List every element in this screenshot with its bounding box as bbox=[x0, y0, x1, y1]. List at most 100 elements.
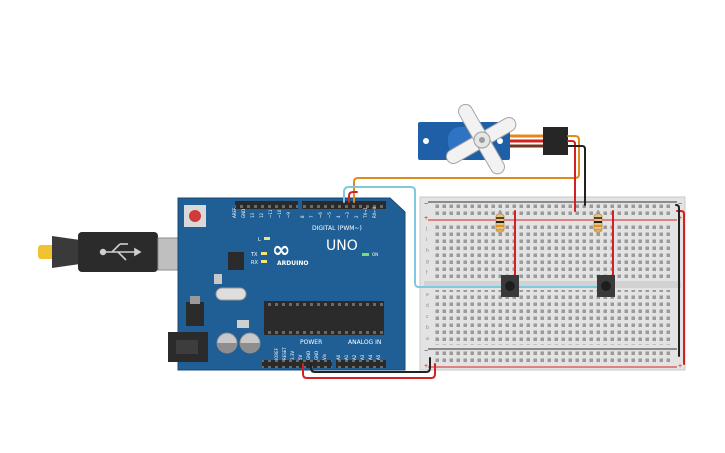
svg-text:AREF: AREF bbox=[232, 207, 237, 218]
bottom-rail-plus-label: + bbox=[424, 363, 428, 370]
svg-text:5V: 5V bbox=[298, 354, 303, 360]
servo-mount-hole-right bbox=[497, 138, 503, 144]
resistor-1[interactable] bbox=[495, 210, 505, 236]
usb-strain-relief bbox=[52, 236, 80, 268]
arduino-logo: ∞ bbox=[272, 238, 290, 263]
terminal-strip-bottom[interactable] bbox=[433, 290, 671, 345]
brand-label: ARDUINO bbox=[277, 260, 308, 267]
bottom-power-rail[interactable] bbox=[433, 351, 671, 365]
voltage-regulator bbox=[186, 302, 204, 326]
model-label: UNO bbox=[326, 238, 358, 254]
power-header[interactable] bbox=[262, 360, 332, 368]
svg-text:4: 4 bbox=[336, 215, 341, 218]
usb-chip bbox=[228, 252, 244, 270]
usb-connector-tip bbox=[38, 245, 56, 259]
svg-text:RX←0: RX←0 bbox=[372, 206, 377, 218]
svg-text:RESET: RESET bbox=[282, 347, 287, 360]
svg-text:~6: ~6 bbox=[318, 212, 323, 218]
led-rx bbox=[261, 260, 267, 263]
resistor-2-band-2 bbox=[594, 221, 602, 223]
resistor-1-band-2 bbox=[496, 221, 504, 223]
svg-text:13: 13 bbox=[250, 212, 255, 218]
analog-label: ANALOG IN bbox=[348, 339, 381, 346]
terminal-strip-top[interactable] bbox=[433, 224, 671, 279]
servo-horn-screw bbox=[479, 137, 485, 143]
servo-motor[interactable] bbox=[418, 102, 568, 177]
svg-text:a: a bbox=[426, 336, 429, 342]
wires[interactable] bbox=[302, 135, 685, 379]
led-l-label: L bbox=[258, 237, 261, 243]
wire-header-red[interactable] bbox=[348, 191, 358, 203]
svg-text:GND: GND bbox=[306, 351, 311, 360]
svg-text:b: b bbox=[426, 325, 429, 331]
svg-text:A4: A4 bbox=[368, 354, 373, 360]
arduino-uno-board[interactable]: AREF GND 13 12 ~11 ~10 ~9 8 7 ~6 ~5 4 ~3… bbox=[168, 197, 406, 371]
servo-connector bbox=[543, 127, 568, 155]
wire-right-rail-minus[interactable] bbox=[675, 204, 680, 357]
servo-horn[interactable] bbox=[444, 102, 519, 177]
digital-header-right[interactable] bbox=[302, 201, 386, 209]
svg-text:TX→1: TX→1 bbox=[363, 206, 368, 219]
capacitor-1-shade bbox=[217, 343, 237, 353]
svg-text:3.3V: 3.3V bbox=[290, 351, 295, 360]
wire-gnd-rail[interactable] bbox=[310, 357, 431, 373]
wire-right-rail-plus[interactable] bbox=[676, 210, 685, 365]
analog-header[interactable] bbox=[336, 360, 386, 368]
svg-text:GND: GND bbox=[314, 351, 319, 360]
pushbutton-2-cap bbox=[601, 281, 611, 291]
top-rail-plus-label: + bbox=[424, 215, 428, 222]
resistor-2-band-1 bbox=[594, 217, 602, 219]
svg-text:c: c bbox=[426, 314, 429, 320]
resistor-2-band-4 bbox=[594, 229, 602, 231]
svg-text:h: h bbox=[426, 248, 429, 254]
power-label: POWER bbox=[300, 339, 322, 346]
digital-header-left[interactable] bbox=[235, 201, 298, 209]
led-tx-label: TX bbox=[250, 252, 258, 258]
resistor-1-band-1 bbox=[496, 217, 504, 219]
usb-icon bbox=[99, 243, 142, 261]
top-power-rail[interactable] bbox=[433, 204, 671, 218]
ic-socket-bottom bbox=[264, 329, 384, 335]
svg-text:~11: ~11 bbox=[268, 209, 273, 218]
wire-servo-signal[interactable] bbox=[353, 135, 580, 203]
center-channel bbox=[424, 281, 681, 288]
breadboard[interactable]: − + − + − + + j i h g f e d c b a bbox=[419, 196, 686, 371]
svg-text:~5: ~5 bbox=[327, 212, 332, 218]
led-tx bbox=[261, 252, 267, 255]
svg-text:A5: A5 bbox=[376, 354, 381, 360]
reset-button[interactable] bbox=[189, 210, 201, 222]
bottom-rail-minus-label: − bbox=[424, 348, 428, 355]
pushbutton-1[interactable] bbox=[501, 275, 519, 297]
svg-text:g: g bbox=[426, 259, 429, 265]
ic-socket-top bbox=[264, 301, 384, 309]
svg-text:~3: ~3 bbox=[345, 212, 350, 218]
top-rail-minus-label: − bbox=[424, 201, 428, 208]
wire-servo-ground[interactable] bbox=[567, 145, 586, 206]
wire-button-signal[interactable] bbox=[343, 186, 607, 288]
svg-text:12: 12 bbox=[259, 212, 264, 218]
svg-text:Vin: Vin bbox=[322, 353, 327, 360]
svg-text:d: d bbox=[426, 303, 429, 309]
resistor-1-band-3 bbox=[496, 225, 504, 227]
component-capacitor-small bbox=[237, 320, 249, 328]
svg-text:A0: A0 bbox=[336, 354, 341, 360]
top-rail-minus-label-right: − bbox=[678, 201, 682, 208]
svg-text:IOREF: IOREF bbox=[274, 347, 279, 360]
resistor-2-band-3 bbox=[594, 225, 602, 227]
pushbutton-1-cap bbox=[505, 281, 515, 291]
svg-text:7: 7 bbox=[309, 215, 314, 218]
atmega-chip bbox=[264, 309, 384, 329]
led-rx-label: RX bbox=[251, 260, 258, 266]
resistor-2[interactable] bbox=[593, 210, 603, 236]
wire-servo-power[interactable] bbox=[567, 140, 576, 212]
svg-text:A1: A1 bbox=[344, 354, 349, 360]
wire-5v-rail[interactable] bbox=[302, 363, 436, 379]
svg-text:f: f bbox=[426, 270, 428, 276]
voltage-regulator-tab bbox=[190, 296, 200, 304]
svg-text:A3: A3 bbox=[360, 354, 365, 360]
svg-text:j: j bbox=[425, 226, 427, 232]
pushbutton-2[interactable] bbox=[597, 275, 615, 297]
power-led bbox=[362, 253, 369, 256]
row-labels: j i h g f e d c b a bbox=[425, 226, 429, 342]
